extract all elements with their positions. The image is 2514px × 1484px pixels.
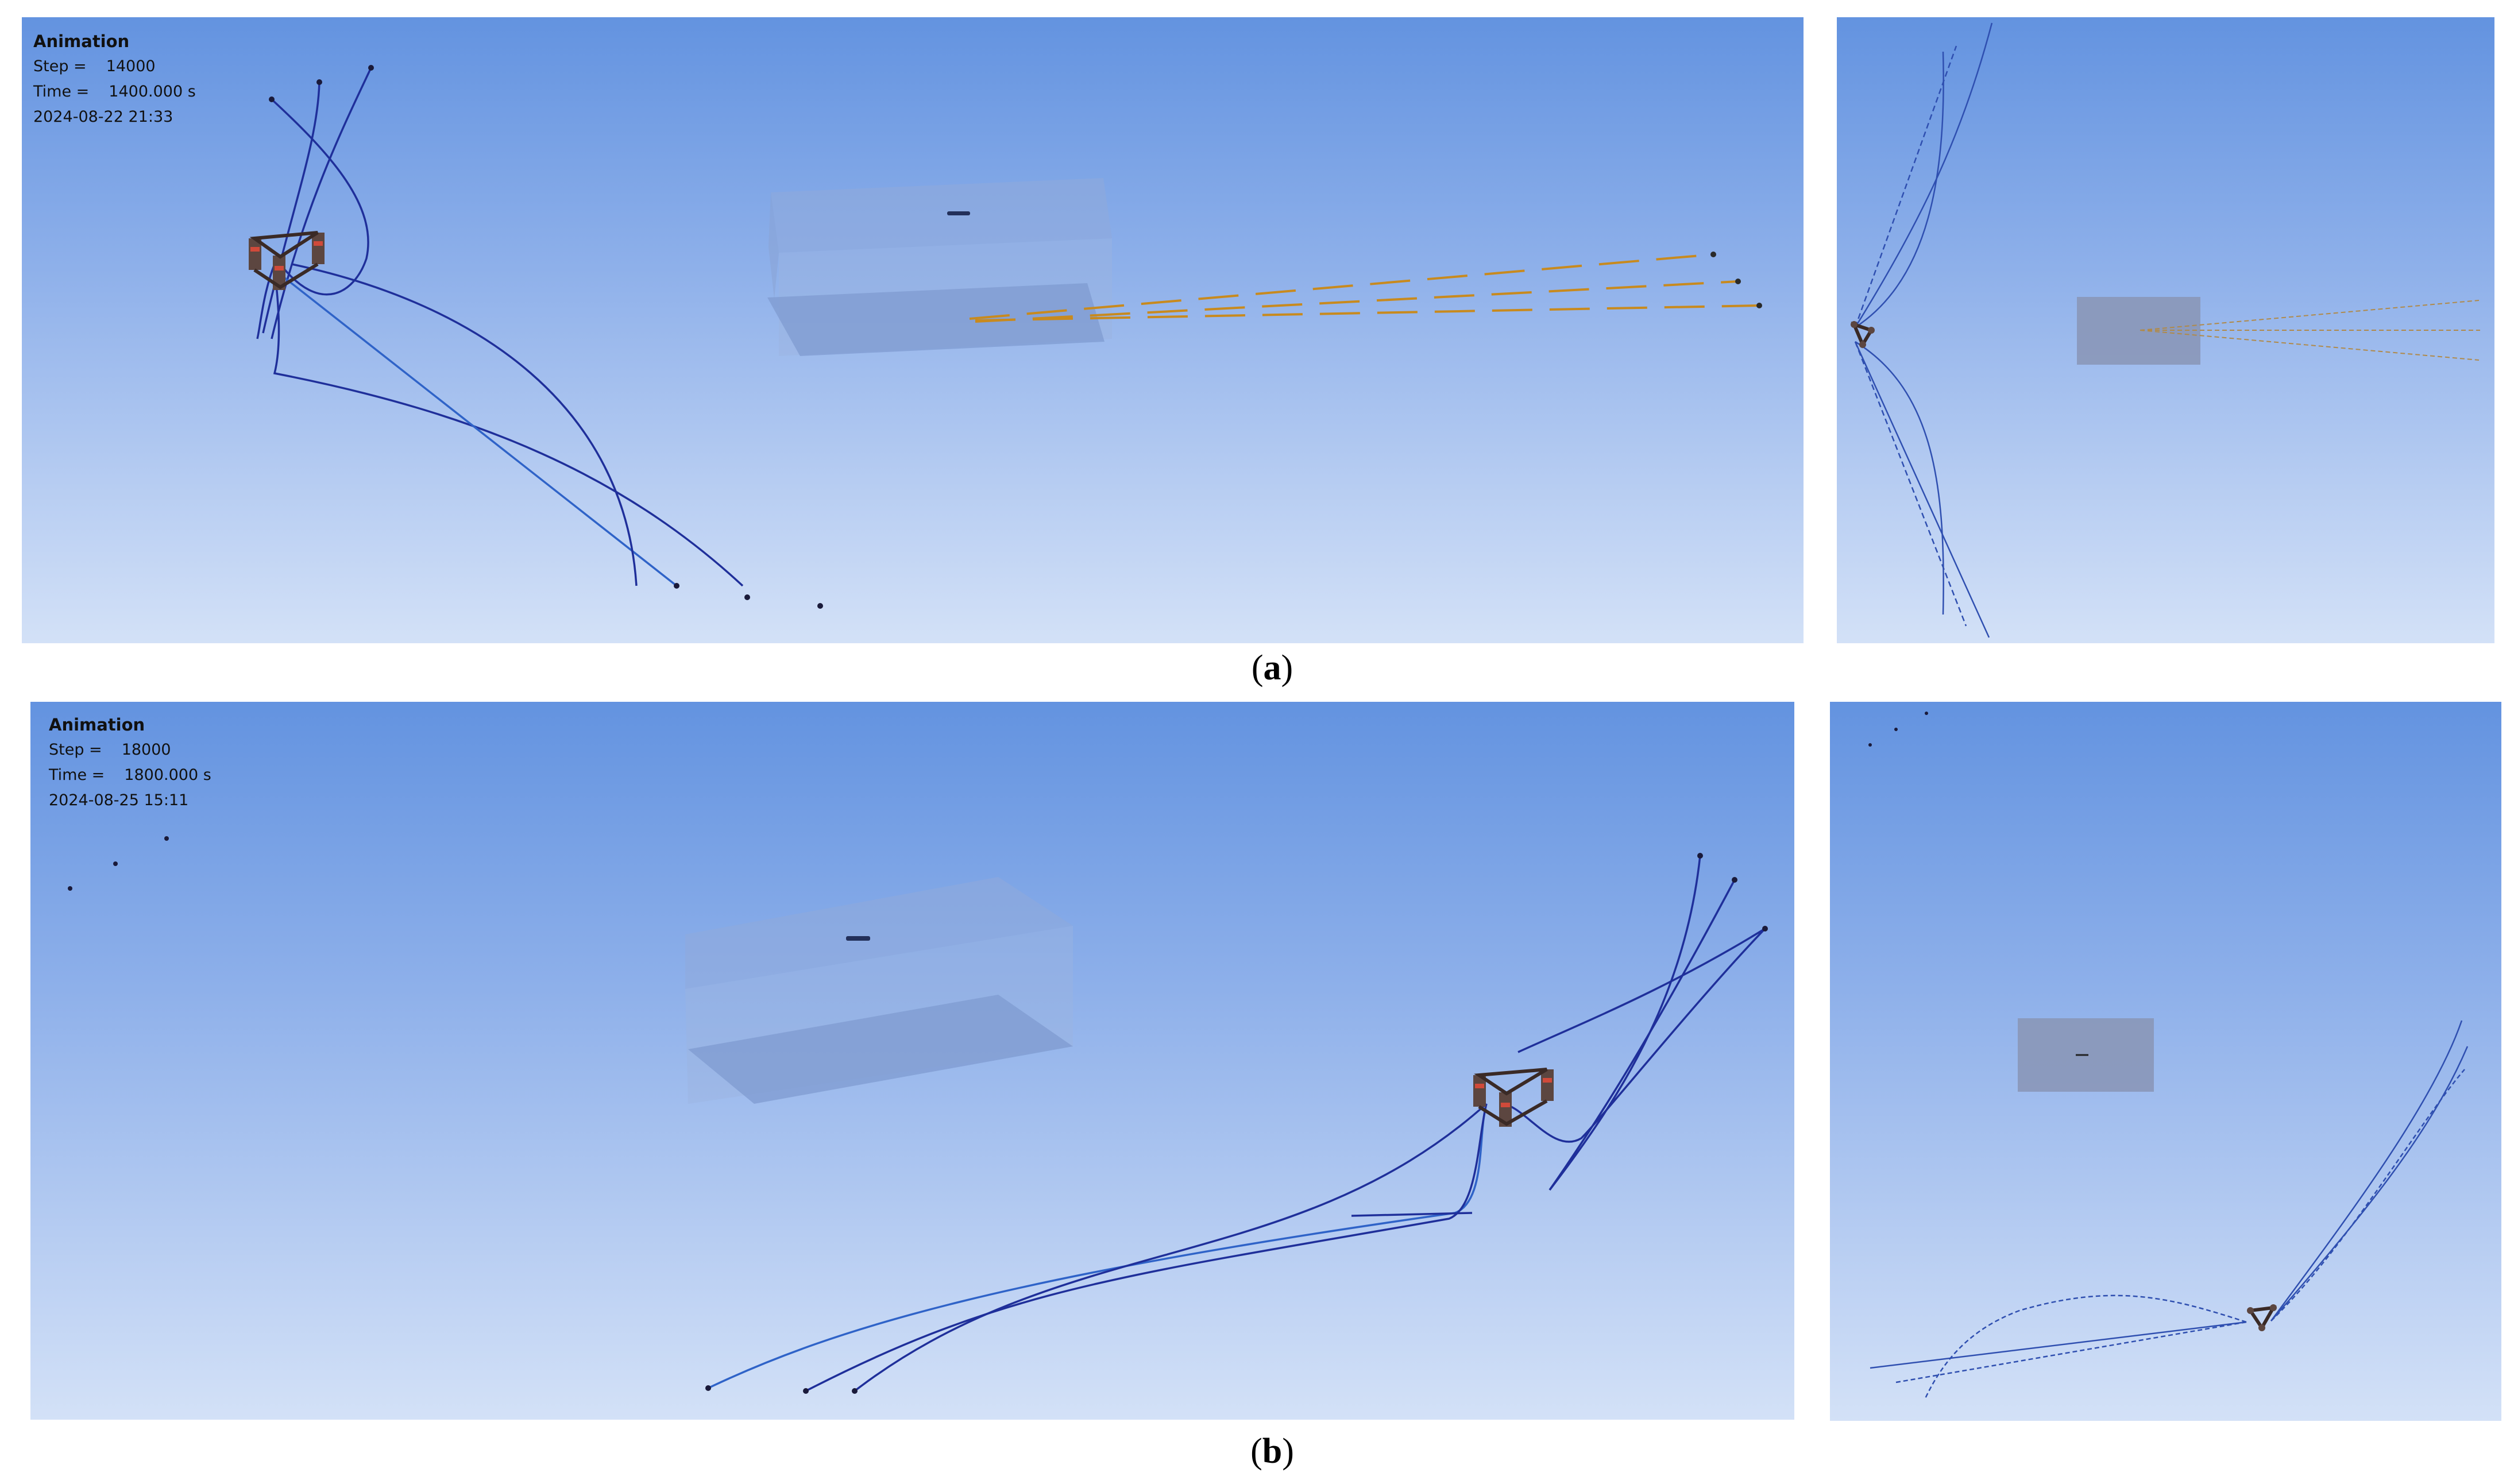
scene-b-top xyxy=(1868,712,2469,1400)
animation-title: Animation xyxy=(49,715,145,735)
animation-info-b: Animation Step = 18000 Time = 1800.000 s 2… xyxy=(49,712,211,813)
mooring-lines xyxy=(708,855,1766,1392)
towline-anchor-points xyxy=(1710,252,1762,308)
caption-a-letter: a xyxy=(1263,648,1281,687)
box-bottom-face xyxy=(688,995,1073,1104)
box-top-face xyxy=(771,178,1112,253)
animation-info-a: Animation Step = 14000 Time = 1400.000 s 2… xyxy=(33,29,196,130)
timestamp: 2024-08-22 21:33 xyxy=(33,108,173,126)
mooring-anchor-points xyxy=(705,853,1768,1394)
vessel-icon xyxy=(846,936,870,941)
mooring-anchor-points xyxy=(269,65,823,609)
time-value: 1800.000 s xyxy=(124,766,211,784)
time-value: 1400.000 s xyxy=(109,83,196,101)
viewport-a-top[interactable] xyxy=(1837,17,2494,643)
step-value: 14000 xyxy=(106,57,156,75)
step-label: Step = xyxy=(33,57,87,75)
time-label: Time = xyxy=(49,766,105,784)
caption-a: (a) xyxy=(1251,648,1293,687)
floating-platform-icon xyxy=(2247,1304,2277,1331)
viewport-a-3d[interactable]: Animation Step = 14000 Time = 1400.000 s 2… xyxy=(22,17,1804,643)
mooring-lines-top xyxy=(1854,22,1993,638)
towlines xyxy=(969,253,1760,323)
vessel-icon xyxy=(947,211,970,215)
timestamp: 2024-08-25 15:11 xyxy=(49,791,189,809)
far-anchor-points xyxy=(68,836,169,891)
box-bottom-face xyxy=(767,283,1105,356)
far-anchor-points-top xyxy=(1868,712,1928,747)
viewport-b-3d[interactable]: Animation Step = 18000 Time = 1800.000 s 2… xyxy=(30,702,1794,1420)
floating-platform-icon xyxy=(1473,1068,1554,1127)
floating-platform-icon xyxy=(249,231,325,290)
scene-a-top xyxy=(1851,22,2480,638)
mooring-lines xyxy=(256,67,744,587)
caption-b: (b) xyxy=(1250,1432,1294,1471)
viewport-b-top[interactable] xyxy=(1830,702,2501,1421)
mooring-lines-top xyxy=(1870,1020,2469,1400)
step-label: Step = xyxy=(49,741,102,759)
animation-title: Animation xyxy=(33,32,130,51)
scene-b-3d xyxy=(68,836,1768,1394)
box-top-face xyxy=(685,877,1073,989)
scene-a-3d xyxy=(249,65,1762,609)
step-value: 18000 xyxy=(121,741,171,759)
caption-b-letter: b xyxy=(1262,1432,1283,1471)
box-left-face xyxy=(769,192,779,299)
floating-platform-icon xyxy=(1851,321,1875,349)
time-label: Time = xyxy=(33,83,90,101)
towlines-top xyxy=(2140,300,2480,361)
